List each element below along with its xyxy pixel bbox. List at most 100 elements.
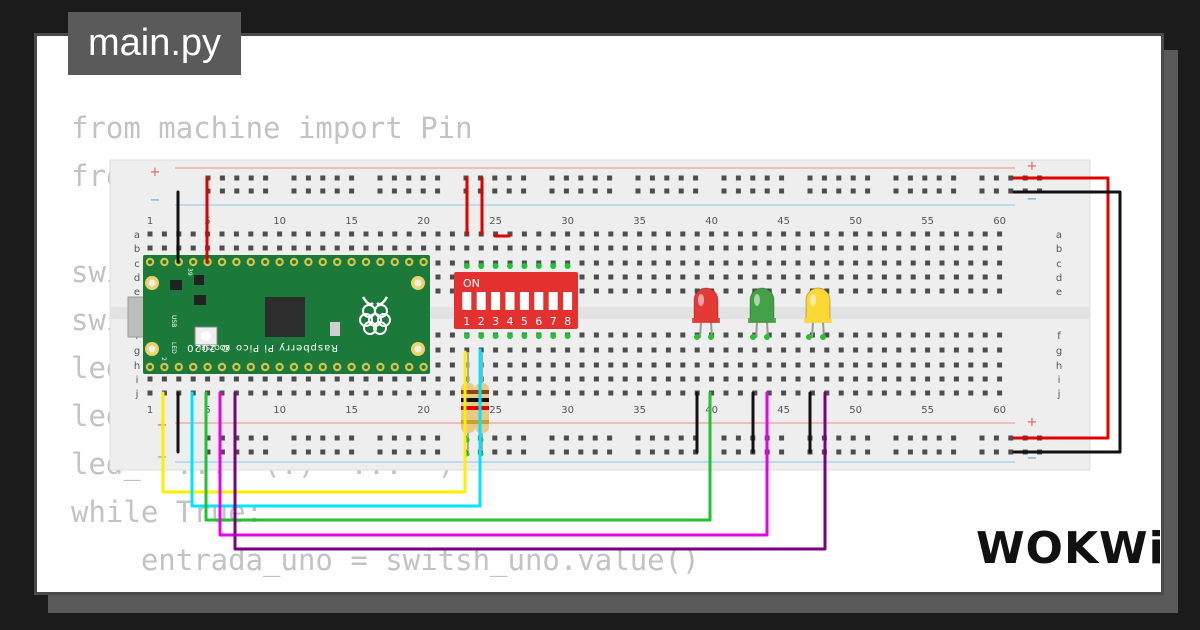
terminal-hole — [809, 376, 815, 382]
terminal-hole — [665, 274, 671, 280]
rail-hole — [936, 449, 942, 455]
terminal-hole — [665, 245, 671, 251]
resistor-band — [475, 390, 489, 394]
rail-hole — [850, 449, 856, 455]
terminal-hole — [824, 231, 830, 237]
terminal-hole — [968, 376, 974, 382]
rail-hole — [893, 449, 899, 455]
terminal-hole — [853, 274, 859, 280]
pico-board-text: Raspberry Pi Pico © 2020 — [186, 342, 338, 353]
terminal-hole — [579, 390, 585, 396]
terminal-hole — [853, 231, 859, 237]
terminal-hole — [291, 376, 297, 382]
rail-hole — [391, 449, 397, 455]
rail-hole — [291, 188, 297, 194]
terminal-hole — [320, 245, 326, 251]
terminal-hole — [435, 288, 441, 294]
terminal-hole — [910, 390, 916, 396]
wire-power-rail-link — [1012, 176, 1110, 440]
rail-hole — [406, 175, 412, 181]
rail-hole — [406, 188, 412, 194]
terminal-hole — [997, 260, 1003, 266]
dip-switch-number: 1 — [463, 315, 470, 328]
rail-hole — [993, 175, 999, 181]
rail-hole — [607, 435, 613, 441]
column-number-bottom: 1 — [147, 405, 153, 416]
terminal-hole — [550, 347, 556, 353]
rail-hole — [907, 435, 913, 441]
rail-hole — [735, 449, 741, 455]
rail-hole — [936, 188, 942, 194]
terminal-hole — [867, 231, 873, 237]
terminal-hole — [752, 362, 758, 368]
terminal-hole — [982, 260, 988, 266]
terminal-hole — [896, 288, 902, 294]
terminal-hole — [910, 231, 916, 237]
terminal-hole — [982, 288, 988, 294]
terminal-hole — [161, 376, 167, 382]
terminal-hole — [579, 376, 585, 382]
rail-hole — [477, 175, 483, 181]
rail-hole — [349, 449, 355, 455]
terminal-hole — [881, 260, 887, 266]
terminal-hole — [593, 332, 599, 338]
pico-pin-hole — [220, 365, 224, 369]
rail-hole — [979, 188, 985, 194]
pico-pin-hole — [378, 260, 383, 264]
terminal-hole — [608, 362, 614, 368]
rail-hole — [649, 188, 655, 194]
terminal-hole — [694, 245, 700, 251]
pico-pin-hole — [364, 365, 368, 369]
terminal-hole — [493, 231, 499, 237]
wokwi-logo: WOKWi — [976, 523, 1165, 574]
terminal-hole — [766, 260, 772, 266]
rail-hole — [979, 175, 985, 181]
dip-pin-indicator — [535, 263, 542, 269]
dip-pin-indicator — [521, 333, 528, 339]
file-tab[interactable]: main.py — [68, 12, 241, 75]
rail-hole — [305, 435, 311, 441]
rail-hole — [821, 175, 827, 181]
terminal-hole — [925, 245, 931, 251]
terminal-hole — [565, 231, 571, 237]
terminal-hole — [449, 362, 455, 368]
rail-hole — [678, 435, 684, 441]
pico-pin-hole — [306, 260, 311, 264]
row-letter: e — [134, 287, 140, 298]
terminal-hole — [349, 390, 355, 396]
terminal-hole — [421, 376, 427, 382]
column-number-bottom: 5 — [204, 405, 210, 416]
led-pin-indicator — [694, 334, 700, 340]
terminal-hole — [665, 332, 671, 338]
terminal-hole — [867, 390, 873, 396]
rail-hole — [263, 175, 269, 181]
rail-hole — [334, 449, 340, 455]
rail-hole — [391, 435, 397, 441]
terminal-hole — [838, 231, 844, 237]
terminal-hole — [277, 245, 283, 251]
terminal-hole — [997, 362, 1003, 368]
terminal-hole — [449, 347, 455, 353]
rail-hole — [922, 449, 928, 455]
dip-pin-indicator — [507, 333, 513, 339]
rail-hole — [578, 449, 584, 455]
terminal-hole — [737, 274, 743, 280]
column-number-top: 60 — [993, 216, 1006, 227]
terminal-hole — [795, 376, 801, 382]
terminal-hole — [795, 260, 801, 266]
rail-hole — [521, 435, 527, 441]
terminal-hole — [377, 245, 383, 251]
dip-switch-slider — [476, 292, 486, 310]
dip-pin-indicator — [492, 333, 499, 339]
dip-switch-number: 6 — [535, 315, 542, 328]
terminal-hole — [233, 376, 239, 382]
terminal-hole — [579, 362, 585, 368]
terminal-hole — [622, 274, 628, 280]
terminal-hole — [565, 376, 571, 382]
column-number-bottom: 30 — [561, 405, 574, 416]
leds[interactable] — [692, 287, 832, 340]
rail-hole — [836, 449, 842, 455]
terminal-hole — [680, 362, 686, 368]
